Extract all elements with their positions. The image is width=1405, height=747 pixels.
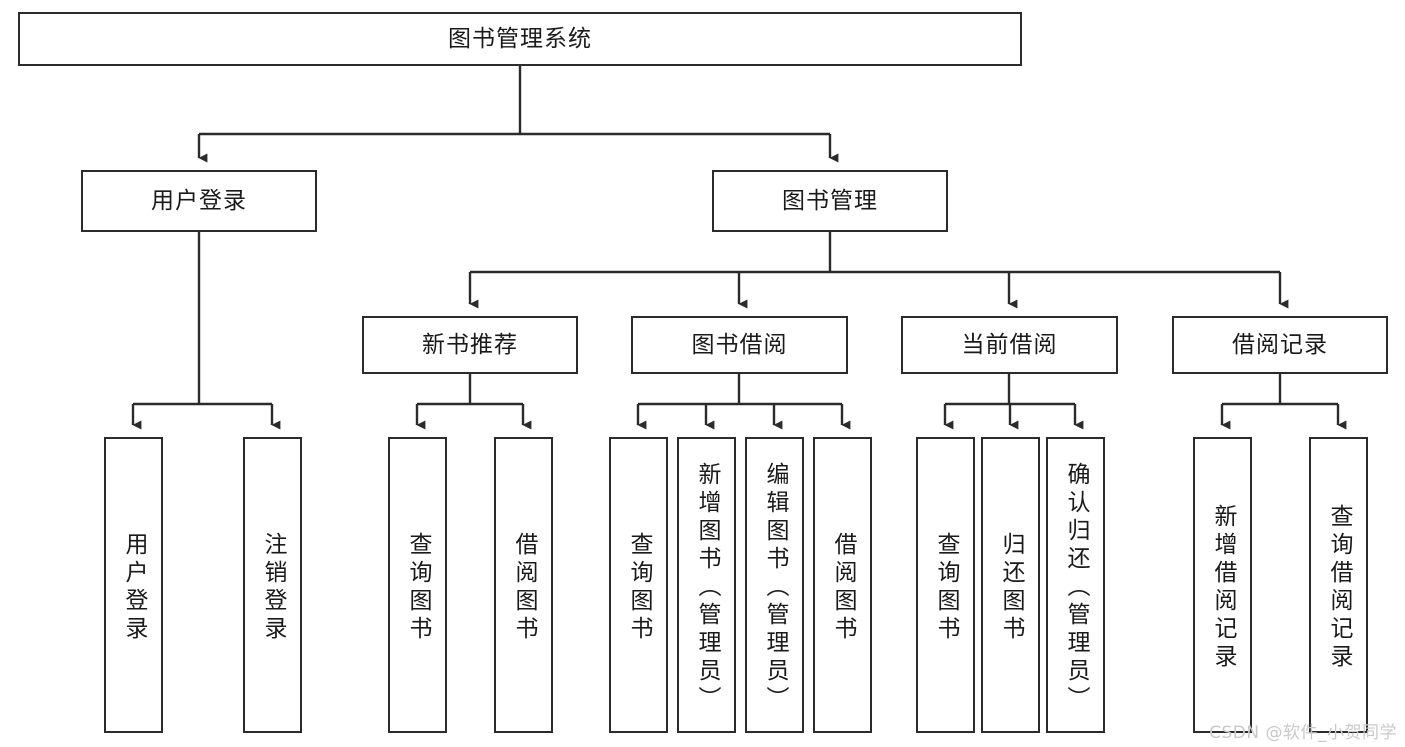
node-leaf-recommend-borrow-book[interactable]: 借阅图书 [494, 437, 553, 733]
node-label: 当前借阅 [961, 331, 1058, 358]
node-leaf-user-login[interactable]: 用户登录 [104, 437, 163, 733]
node-label: 用户登录 [151, 187, 247, 214]
node-leaf-current-confirm-return-admin[interactable]: 确认归还（管理员） [1046, 437, 1105, 733]
node-label: 图书管理系统 [448, 25, 592, 52]
node-label: 借阅图书 [830, 532, 856, 644]
node-label: 新增借阅记录 [1210, 504, 1236, 672]
node-label: 新书推荐 [422, 331, 518, 358]
node-label: 用户登录 [121, 532, 147, 644]
node-leaf-borrow-borrow-book[interactable]: 借阅图书 [813, 437, 872, 733]
node-user-login[interactable]: 用户登录 [81, 170, 317, 232]
node-label: 归还图书 [998, 532, 1024, 644]
node-book-management[interactable]: 图书管理 [712, 170, 948, 232]
node-label: 查询图书 [626, 532, 652, 644]
node-book-borrow[interactable]: 图书借阅 [631, 316, 848, 374]
csdn-watermark: CSDN @软件_小贺同学 [1209, 723, 1397, 743]
node-leaf-borrow-query-book[interactable]: 查询图书 [609, 437, 668, 733]
node-label: 查询图书 [933, 532, 959, 644]
node-label: 注销登录 [260, 532, 286, 644]
node-leaf-record-add-borrow-record[interactable]: 新增借阅记录 [1193, 437, 1252, 733]
node-leaf-borrow-edit-book-admin[interactable]: 编辑图书（管理员） [745, 437, 804, 733]
node-label: 查询图书 [405, 532, 431, 644]
node-label: 借阅记录 [1232, 331, 1328, 358]
node-leaf-recommend-query-book[interactable]: 查询图书 [388, 437, 447, 733]
node-label: 图书借阅 [691, 331, 788, 358]
node-leaf-current-return-book[interactable]: 归还图书 [981, 437, 1040, 733]
node-leaf-record-query-borrow-record[interactable]: 查询借阅记录 [1309, 437, 1368, 733]
node-label: 编辑图书（管理员） [762, 462, 788, 714]
node-label: 确认归还（管理员） [1063, 462, 1089, 714]
node-root-library-system[interactable]: 图书管理系统 [18, 12, 1022, 66]
node-label: 查询借阅记录 [1326, 504, 1352, 672]
node-label: 新增图书（管理员） [694, 462, 720, 714]
node-label: 借阅图书 [511, 532, 537, 644]
node-leaf-logout[interactable]: 注销登录 [243, 437, 302, 733]
node-leaf-current-query-book[interactable]: 查询图书 [916, 437, 975, 733]
node-label: 图书管理 [782, 187, 878, 214]
node-leaf-borrow-add-book-admin[interactable]: 新增图书（管理员） [677, 437, 736, 733]
node-borrow-record[interactable]: 借阅记录 [1172, 316, 1388, 374]
node-new-book-recommend[interactable]: 新书推荐 [362, 316, 578, 374]
node-current-borrow[interactable]: 当前借阅 [901, 316, 1118, 374]
